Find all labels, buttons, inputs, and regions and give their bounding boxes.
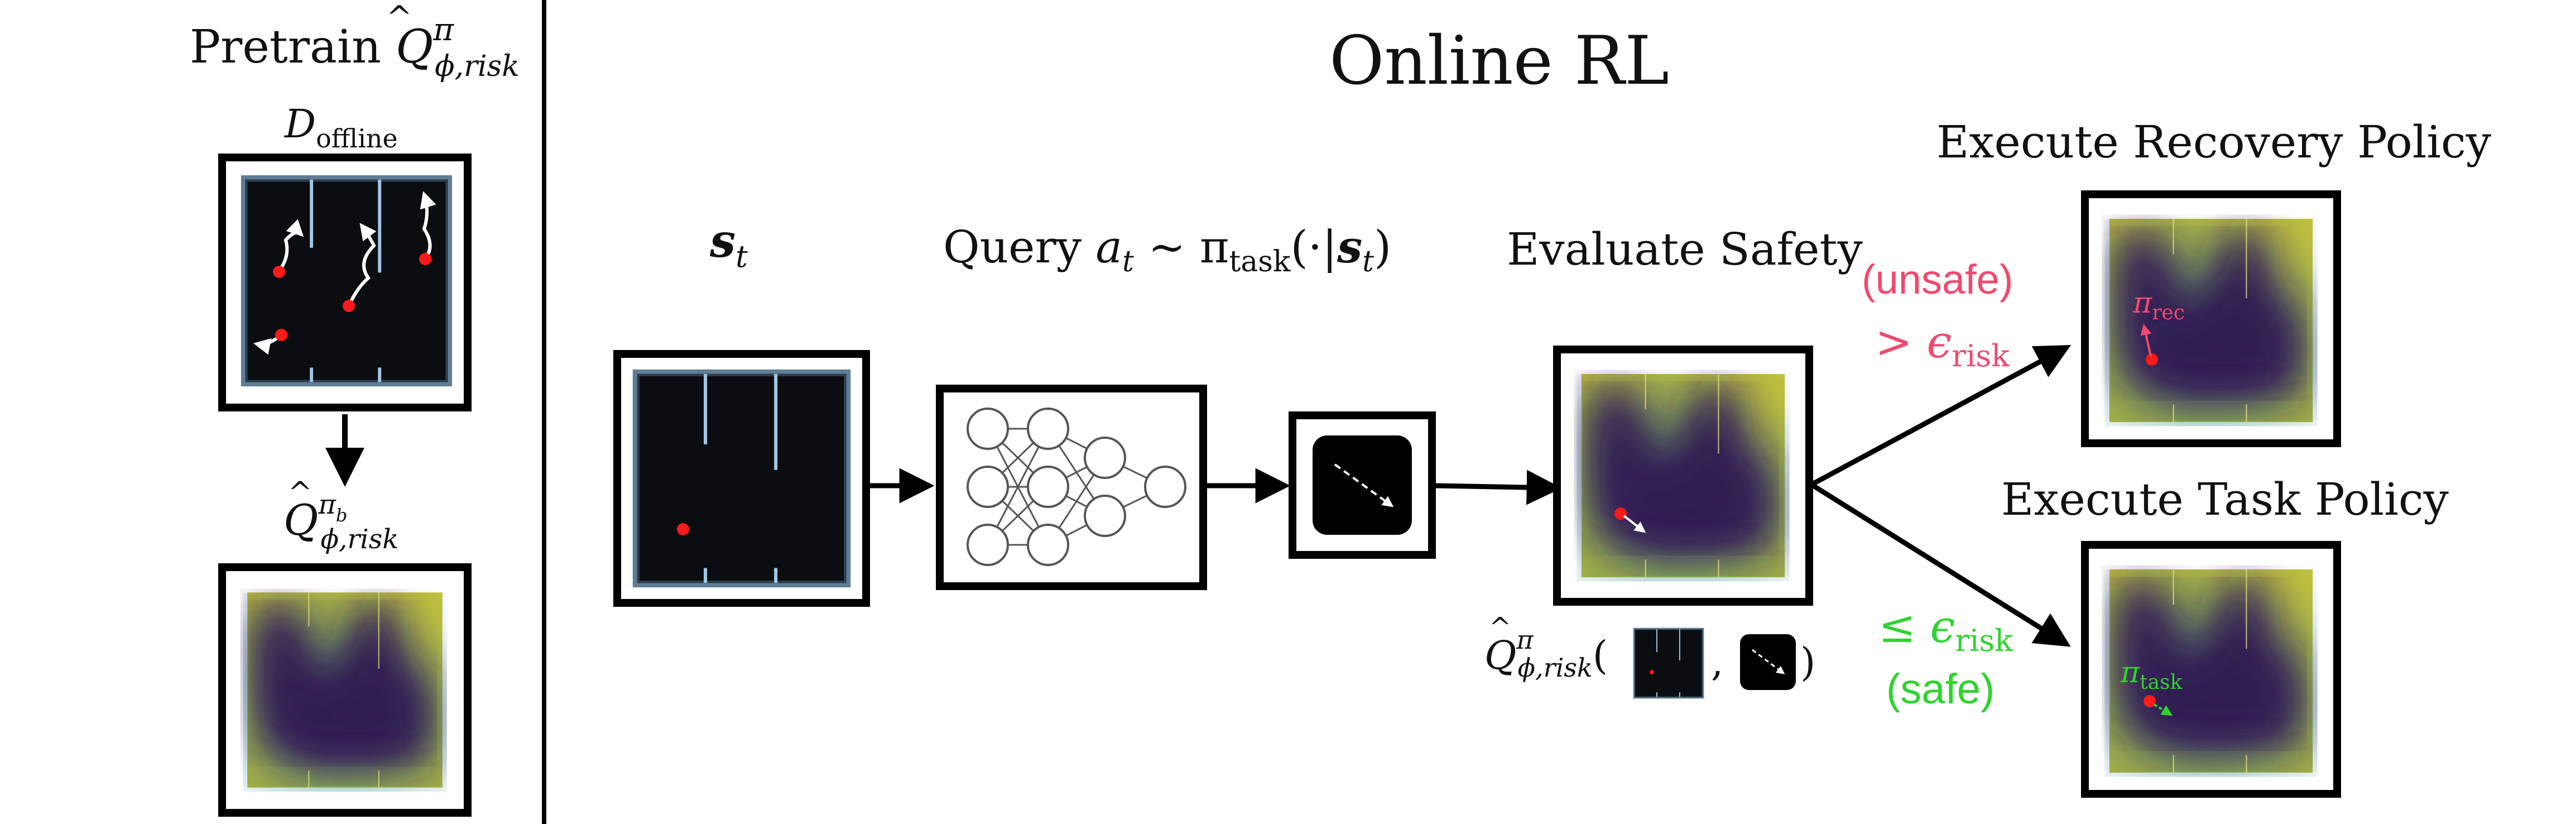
eval-heatmap-frame xyxy=(1553,346,1813,606)
q-eval-comma: , xyxy=(1711,639,1723,685)
agent-dot xyxy=(419,253,431,265)
task-action-arrow xyxy=(2153,703,2173,716)
pretrained-heatmap-image xyxy=(239,584,451,796)
q-hat-accent: ^ xyxy=(386,0,412,36)
q-hat-accent: ^ xyxy=(1489,612,1511,643)
unsafe-branch-arrow xyxy=(1810,345,2072,487)
q-hat-accent: ^ xyxy=(288,476,313,510)
task-title: Execute Task Policy xyxy=(2001,473,2449,525)
recovery-heatmap-image xyxy=(2101,210,2322,431)
task-heatmap-frame: πtask xyxy=(2081,541,2341,798)
task-policy-label: πtask xyxy=(2120,656,2183,694)
unsafe-word: (unsafe) xyxy=(1862,256,2013,303)
unsafe-condition: > ϵrisk xyxy=(1875,316,2010,373)
safe-condition: ≤ ϵrisk xyxy=(1878,601,2013,658)
action-arrow-icon xyxy=(1334,463,1394,507)
recovery-action-arrow xyxy=(2140,324,2152,357)
action-to-eval-arrow xyxy=(1435,470,1562,505)
recovery-policy-label: πrec xyxy=(2132,286,2185,324)
action-frame xyxy=(1289,411,1436,559)
q-eval-close: ) xyxy=(1800,639,1815,685)
safe-branch-arrow xyxy=(1810,482,2071,647)
q-eval-action-thumb xyxy=(1740,634,1796,690)
offline-trajectories xyxy=(253,191,436,355)
agent-dot xyxy=(2144,695,2156,707)
evaluate-label: Evaluate Safety xyxy=(1507,223,1863,275)
policy-network xyxy=(936,385,1207,590)
agent-dot xyxy=(2146,353,2158,366)
pretrained-heatmap-frame xyxy=(218,563,472,817)
state-frame xyxy=(613,350,870,607)
query-label: Query at ∼ πtask(·|st) xyxy=(943,221,1391,279)
safe-word: (safe) xyxy=(1886,665,1995,713)
state-maze-image xyxy=(635,372,848,585)
q-eval-state-thumb xyxy=(1633,627,1704,699)
offline-maze-image xyxy=(243,178,450,384)
state-label: st xyxy=(709,214,748,274)
agent-dot xyxy=(343,300,355,312)
recovery-heatmap-frame: πrec xyxy=(2081,190,2341,447)
main-title: Online RL xyxy=(1329,22,1669,100)
network-nodes xyxy=(967,408,1186,566)
offline-dataset-frame xyxy=(218,154,472,411)
agent-dot xyxy=(273,266,285,278)
agent-dot xyxy=(275,329,287,341)
agent-dot xyxy=(677,523,689,535)
action-arrow-icon xyxy=(1623,515,1646,533)
dataset-label: Doffline xyxy=(283,101,398,154)
recovery-title: Execute Recovery Policy xyxy=(1936,116,2491,168)
eval-heatmap-image xyxy=(1573,365,1794,586)
